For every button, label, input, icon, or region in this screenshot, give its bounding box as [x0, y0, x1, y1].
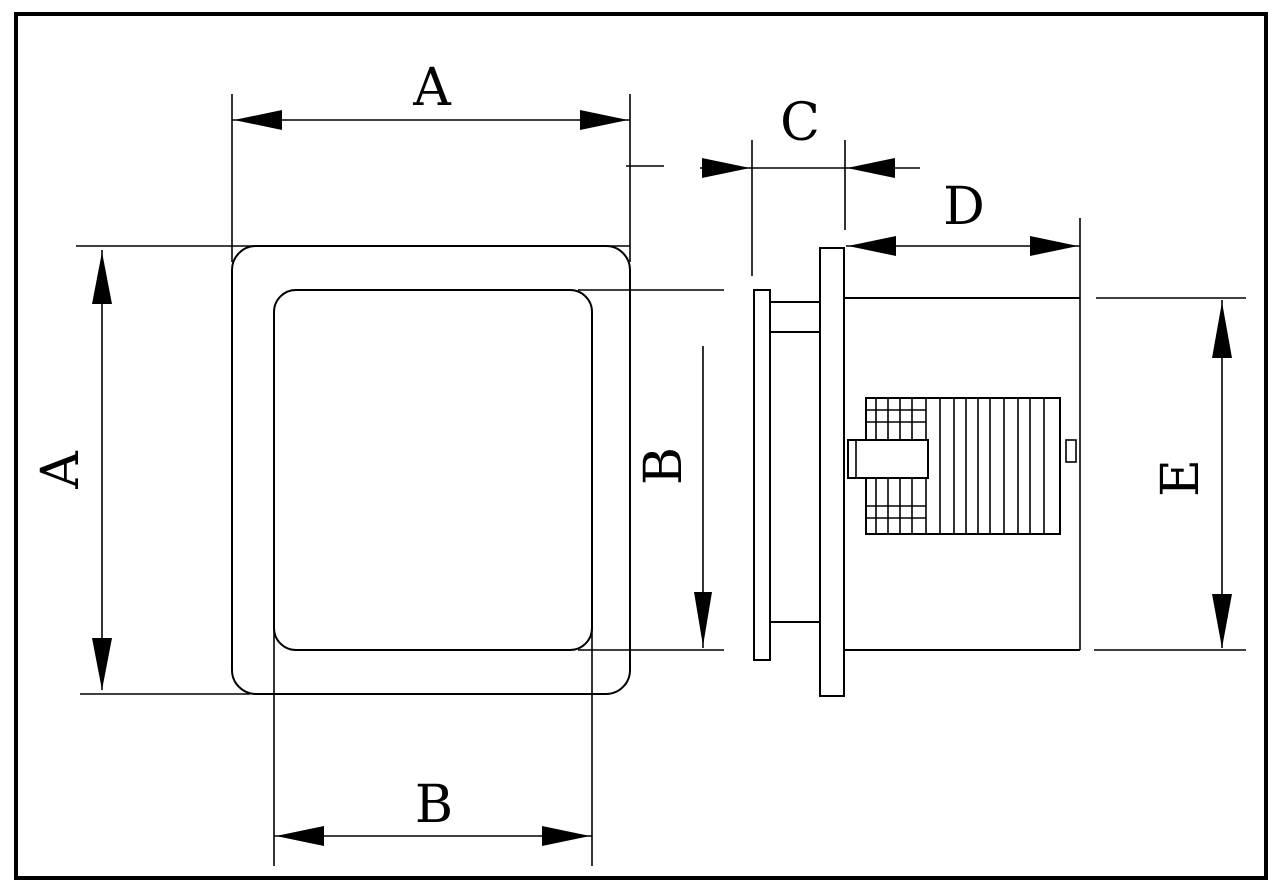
arrow-b-mid-bottom	[694, 592, 712, 646]
label-b-mid: B	[634, 447, 694, 485]
side-slot	[1065, 439, 1077, 463]
label-c: C	[780, 93, 820, 153]
arrow-a-left-top	[92, 252, 112, 304]
arrow-e-bottom	[1212, 594, 1232, 648]
side-flange-plate	[819, 247, 845, 697]
arrow-a-left-bottom	[92, 638, 112, 690]
arrow-a-top-left	[234, 110, 282, 130]
drawing-frame	[14, 12, 1268, 880]
label-e: E	[1151, 459, 1211, 497]
outer-flange-outline	[231, 245, 631, 695]
arrow-a-top-right	[580, 110, 628, 130]
label-a-top: A	[412, 58, 452, 118]
arrow-b-bottom-left	[276, 826, 324, 846]
side-front-plate	[753, 289, 771, 661]
arrow-d-left	[848, 236, 896, 256]
label-a-left: A	[31, 450, 91, 490]
arrow-c-left	[702, 158, 750, 178]
label-b-bottom: B	[415, 775, 453, 835]
fin-steps	[866, 409, 926, 519]
inner-cutout-outline	[273, 289, 593, 651]
arrow-e-top	[1212, 302, 1232, 358]
label-d: D	[943, 177, 985, 237]
arrow-d-right	[1030, 236, 1078, 256]
shaft	[847, 439, 929, 479]
arrow-b-bottom-right	[542, 826, 590, 846]
arrow-c-right	[847, 158, 895, 178]
